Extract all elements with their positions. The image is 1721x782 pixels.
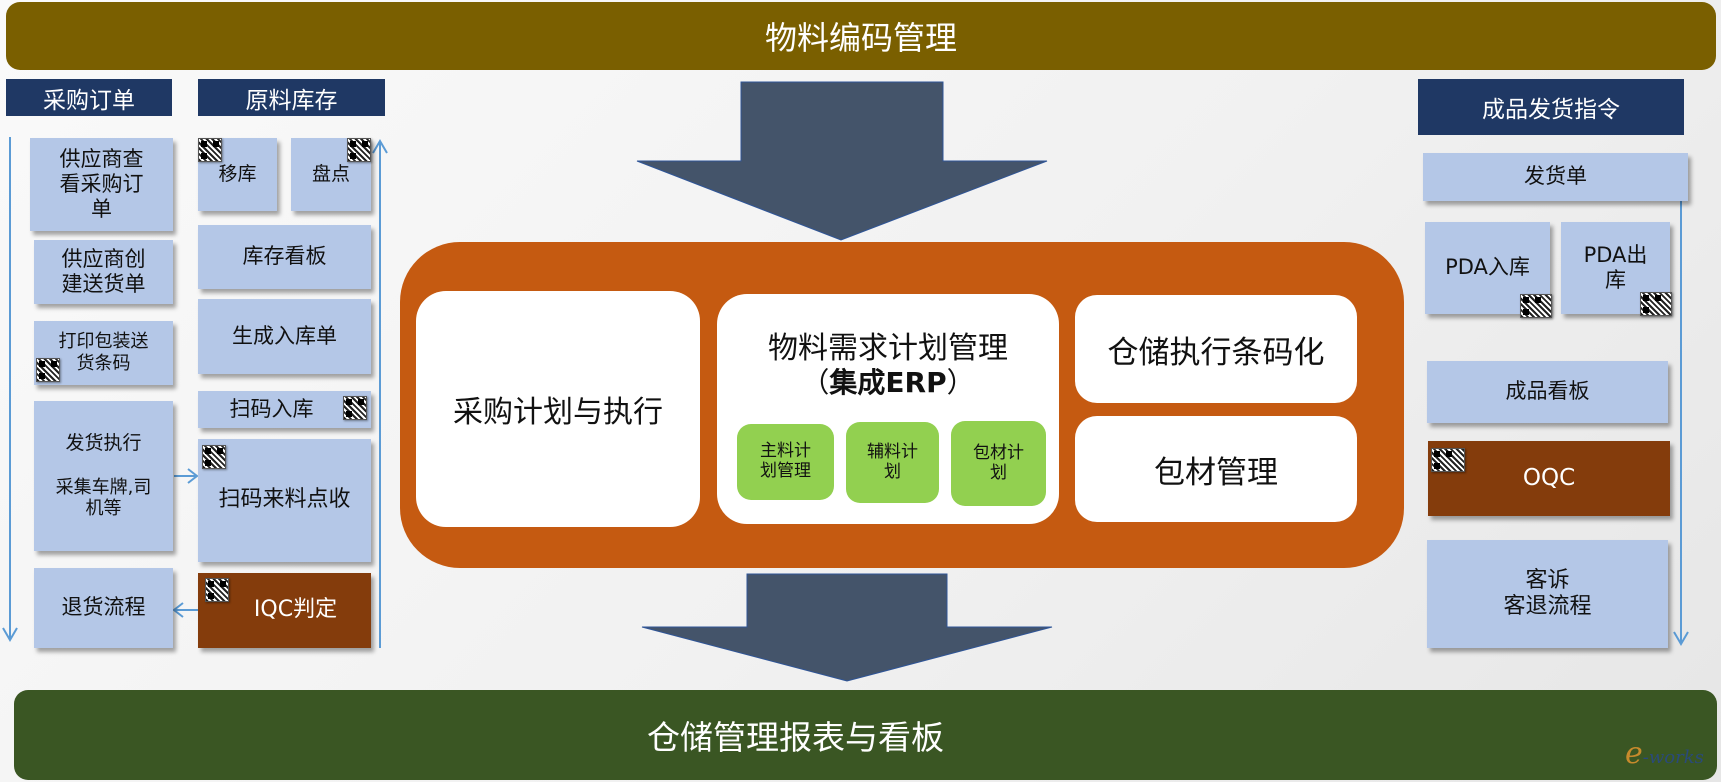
finished-goods-shipping-header: 成品发货指令 [1418, 79, 1684, 135]
pda-inbound-box[interactable]: PDA入库 [1425, 222, 1552, 318]
oqc-label: OQC [1522, 464, 1576, 491]
finished-goods-shipping-header-label: 成品发货指令 [1482, 97, 1620, 123]
eworks-logo: e-works [1625, 736, 1721, 780]
scan-material-receiving-label: 扫码来料点收 [218, 487, 351, 513]
customer-complaint-line2: 客退流程 [1503, 594, 1592, 619]
main-material-plan-line1: 主料计 [760, 441, 811, 462]
stocktake-label: 盘点 [311, 163, 350, 186]
main-material-plan-line2: 划管理 [760, 461, 811, 481]
warehouse-reports-title: 仓储管理报表与看板 [647, 718, 944, 757]
stocktake-box[interactable]: 盘点 [291, 138, 371, 211]
purchase-order-header: 采购订单 [6, 79, 172, 116]
mrp-subtitle-open: （ [801, 365, 830, 399]
supplier-create-delivery-box[interactable]: 供应商创 建送货单 [34, 240, 173, 304]
transfer-label: 移库 [218, 163, 257, 186]
iqc-judgement-label: IQC判定 [253, 597, 338, 623]
mrp-title: 物料需求计划管理 [768, 331, 1008, 366]
qr-code-icon [205, 578, 229, 602]
packaging-material-plan-line2: 划 [990, 462, 1007, 483]
return-process-label: 退货流程 [61, 595, 146, 620]
qr-code-icon [347, 138, 371, 162]
shipping-execution-label: 发货执行 [65, 432, 142, 454]
return-process-box[interactable]: 退货流程 [34, 568, 173, 648]
iqc-judgement-box[interactable]: IQC判定 [198, 573, 371, 648]
scan-inbound-box[interactable]: 扫码入库 [198, 391, 371, 428]
oqc-box[interactable]: OQC [1428, 441, 1670, 516]
pda-outbound-box[interactable]: PDA出 库 [1561, 222, 1672, 316]
qr-code-icon [202, 445, 226, 469]
shipping-execution-sub1: 采集车牌,司 [55, 476, 152, 498]
auxiliary-material-plan-line1: 辅料计 [867, 441, 918, 462]
finished-goods-dashboard-label: 成品看板 [1505, 379, 1590, 404]
warehouse-barcode-card[interactable]: 仓储执行条码化 [1075, 295, 1357, 403]
down-arrow-icon [636, 81, 1048, 241]
scan-inbound-label: 扫码入库 [229, 396, 314, 421]
print-package-barcode-line2: 货条码 [76, 353, 131, 374]
material-coding-banner: 物料编码管理 [6, 2, 1716, 70]
auxiliary-material-plan-line2: 划 [884, 461, 901, 482]
supplier-create-delivery-line2: 建送货单 [61, 272, 146, 296]
qr-code-icon [1520, 294, 1552, 318]
scan-material-receiving-box[interactable]: 扫码来料点收 [198, 439, 371, 562]
shipping-order-box[interactable]: 发货单 [1423, 153, 1688, 201]
supplier-view-po-line2: 看采购订 [59, 171, 144, 196]
qr-code-icon [36, 358, 60, 382]
qr-code-icon [343, 396, 367, 420]
inventory-dashboard-label: 库存看板 [242, 244, 327, 269]
customer-complaint-return-box[interactable]: 客诉 客退流程 [1427, 540, 1668, 648]
inventory-dashboard-box[interactable]: 库存看板 [198, 225, 371, 289]
mrp-subtitle: （集成ERP） [801, 365, 975, 399]
eworks-logo-e: e [1625, 736, 1643, 771]
pda-outbound-line1: PDA出 [1583, 242, 1648, 267]
eworks-logo-works: -works [1642, 747, 1704, 768]
warehouse-reports-banner: 仓储管理报表与看板 [14, 690, 1717, 780]
finished-goods-dashboard-box[interactable]: 成品看板 [1427, 361, 1668, 423]
generate-receipt-label: 生成入库单 [232, 323, 337, 348]
raw-inventory-header-label: 原料库存 [245, 87, 338, 114]
generate-receipt-box[interactable]: 生成入库单 [198, 299, 371, 374]
shipping-order-label: 发货单 [1524, 164, 1587, 189]
material-coding-title: 物料编码管理 [764, 19, 957, 57]
packaging-management-label: 包材管理 [1154, 454, 1278, 491]
packaging-material-plan-line1: 包材计 [973, 442, 1024, 463]
mrp-subtitle-erp: 集成ERP [829, 365, 947, 399]
main-material-plan-card[interactable]: 主料计 划管理 [737, 424, 834, 500]
supplier-create-delivery-line1: 供应商创 [61, 246, 146, 271]
supplier-view-po-line3: 单 [91, 197, 112, 222]
print-package-barcode-line1: 打印包装送 [58, 331, 149, 353]
customer-complaint-line1: 客诉 [1525, 567, 1570, 593]
packaging-material-plan-card[interactable]: 包材计 划 [951, 421, 1046, 506]
shipping-execution-box[interactable]: 发货执行 采集车牌,司 机等 [34, 401, 173, 551]
pda-outbound-line2: 库 [1605, 268, 1626, 292]
shipping-execution-sub2: 机等 [85, 498, 122, 520]
supplier-view-po-box[interactable]: 供应商查 看采购订 单 [30, 138, 173, 231]
auxiliary-material-plan-card[interactable]: 辅料计 划 [846, 422, 939, 503]
qr-code-icon [1640, 292, 1672, 316]
procurement-planning-label: 采购计划与执行 [453, 395, 663, 430]
print-package-barcode-box[interactable]: 打印包装送 货条码 [34, 321, 173, 385]
transfer-box[interactable]: 移库 [198, 138, 277, 211]
mrp-subtitle-close: ） [946, 365, 975, 399]
raw-inventory-header: 原料库存 [198, 79, 385, 116]
down-arrow-icon [641, 573, 1053, 682]
packaging-management-card[interactable]: 包材管理 [1075, 416, 1357, 522]
qr-code-icon [1431, 448, 1465, 472]
qr-code-icon [198, 138, 222, 162]
purchase-order-header-label: 采购订单 [43, 87, 135, 114]
supplier-view-po-line1: 供应商查 [59, 146, 144, 171]
warehouse-barcode-label: 仓储执行条码化 [1107, 334, 1325, 371]
pda-inbound-label: PDA入库 [1445, 255, 1530, 280]
procurement-planning-card[interactable]: 采购计划与执行 [416, 291, 700, 527]
